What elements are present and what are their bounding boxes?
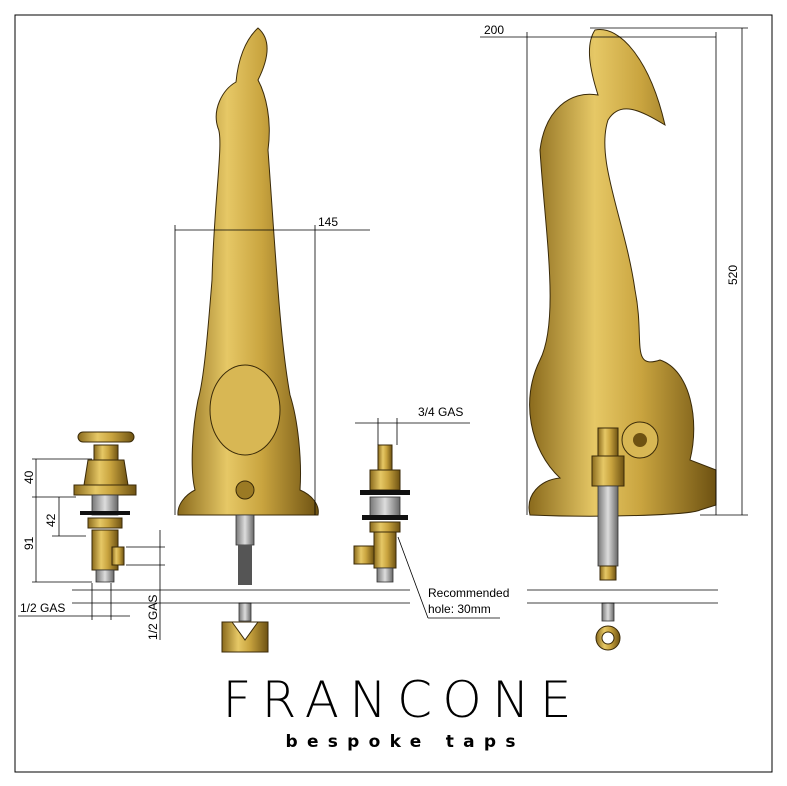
front-shank bbox=[235, 514, 255, 546]
dim-height: 520 bbox=[726, 265, 740, 285]
dim-valve-total: 91 bbox=[22, 536, 36, 550]
dim-handle-height: 40 bbox=[22, 470, 36, 484]
valve-middle bbox=[353, 444, 410, 583]
brand-logo: FRANCONE bbox=[223, 671, 578, 729]
frame-border bbox=[14, 14, 773, 773]
dim-valve-thread: 1/2 GAS bbox=[20, 601, 65, 615]
dim-side-width: 200 bbox=[484, 23, 504, 37]
dim-outlet-thread: 1/2 GAS bbox=[146, 595, 160, 640]
hole-note-line2: hole: 30mm bbox=[428, 602, 491, 616]
dolphin-front-view bbox=[177, 27, 319, 653]
dim-inlet-size: 3/4 GAS bbox=[418, 405, 463, 419]
hole-note-line1: Recommended bbox=[428, 586, 509, 600]
dolphin-side-view bbox=[528, 29, 717, 651]
countertop-lines bbox=[72, 589, 718, 604]
flex-hose bbox=[238, 545, 252, 585]
brand-tagline: Bespoke Taps bbox=[286, 732, 521, 752]
dim-front-width: 145 bbox=[318, 215, 338, 229]
dimension-lines bbox=[18, 27, 748, 640]
dim-valve-upper: 42 bbox=[44, 513, 58, 527]
valve-left bbox=[73, 431, 137, 583]
